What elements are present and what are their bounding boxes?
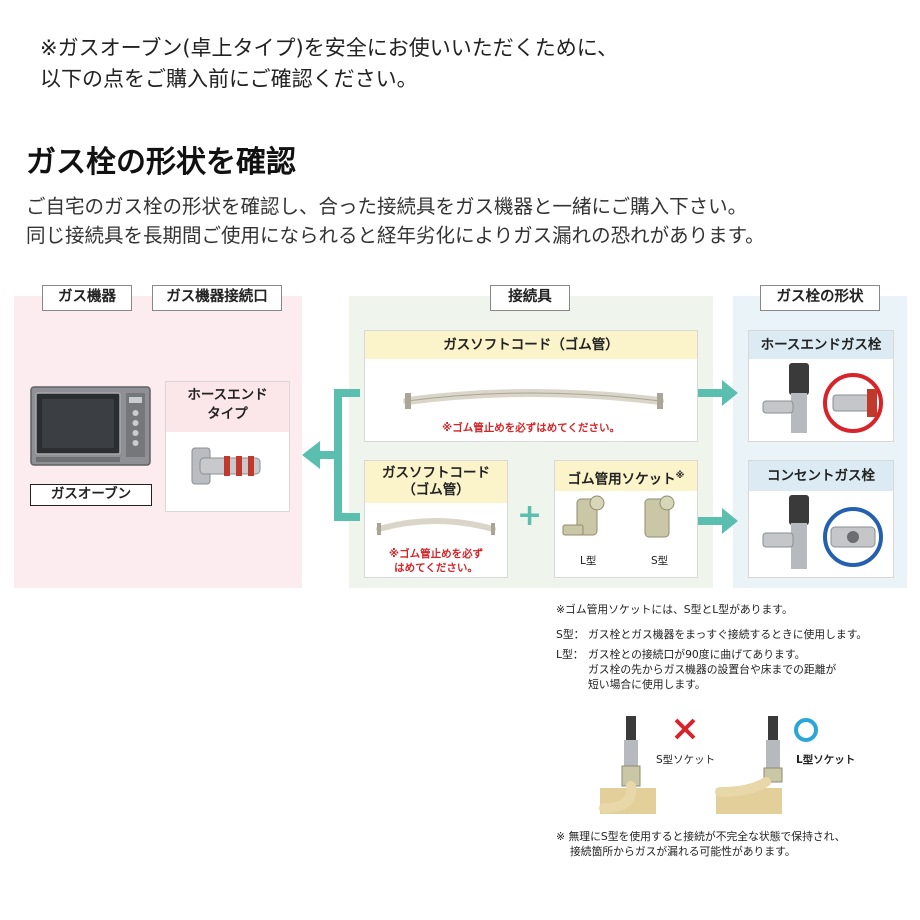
- tag-gas-appliance: ガス機器: [42, 285, 132, 311]
- right-socket-label: L型ソケット: [796, 754, 856, 766]
- short-cord-title-1: ガスソフトコード: [382, 465, 490, 481]
- plus-sign: +: [517, 498, 543, 533]
- l-type-text-1: ガス栓との接続口が90度に曲げてあります。: [588, 648, 806, 661]
- l-type-text-3: 短い場合に使用します。: [588, 678, 706, 691]
- description-line-2: 同じ接続具を長期間ご使用になられると経年劣化によりガス漏れの恐れがあります。: [26, 224, 765, 247]
- soft-cord-title: ガスソフトコード（ゴム管）: [365, 331, 697, 359]
- connector-arrow: [302, 389, 360, 521]
- arrow-to-hose-end: [698, 380, 738, 406]
- socket-valve-image: [762, 495, 883, 569]
- socket-valve-title: コンセントガス栓: [749, 461, 893, 491]
- intro-line-2: 以下の点をご購入前にご確認ください。: [40, 67, 418, 91]
- section-description: ご自宅のガス栓の形状を確認し、合った接続具をガス機器と一緒にご購入下さい。 同じ…: [26, 192, 765, 250]
- port-card-line-1: ホースエンド: [187, 387, 268, 403]
- socket-note: ※ゴム管用ソケットには、S型とL型があります。: [556, 603, 793, 616]
- warning-line-1: ※ 無理にS型を使用すると接続が不完全な状態で保持され、: [556, 830, 846, 843]
- hose-end-valve-card: ホースエンドガス栓: [748, 330, 894, 442]
- intro-line-1: ※ガスオーブン(卓上タイプ)を安全にお使いいただくために、: [40, 36, 619, 60]
- l-type-key: L型：: [556, 648, 584, 661]
- soft-cord-short-card: ガスソフトコード （ゴム管） ※ゴム管止めを必ず はめてください。: [364, 460, 508, 578]
- tag-appliance-port: ガス機器接続口: [152, 285, 282, 311]
- socket-l-type: L型: [580, 555, 597, 567]
- l-type-text-2: ガス栓の先からガス機器の設置台や床までの距離が: [588, 663, 837, 676]
- rubber-socket-card: ゴム管用ソケット※ L型 S型: [554, 460, 698, 578]
- tag-valve-shape: ガス栓の形状: [760, 285, 880, 311]
- soft-cord-card: ガスソフトコード（ゴム管） ※ゴム管止めを必ずはめてください。: [364, 330, 698, 442]
- short-cord-note-2: はめてください。: [394, 562, 478, 574]
- hose-end-port-card: ホースエンド タイプ: [165, 381, 290, 512]
- warning-note: ※ 無理にS型を使用すると接続が不完全な状態で保持され、 接続箇所からガスが漏れ…: [556, 829, 908, 859]
- socket-comparison-image: [599, 716, 818, 814]
- hose-end-port-image: [191, 447, 261, 485]
- socket-valve-card: コンセントガス栓: [748, 460, 894, 578]
- socket-s-type: S型: [651, 555, 669, 567]
- oven-label: ガスオーブン: [30, 484, 152, 506]
- port-card-line-2: タイプ: [207, 406, 248, 422]
- gas-oven-image: [30, 386, 151, 466]
- short-cord-title-2: （ゴム管）: [402, 482, 470, 498]
- hose-end-valve-title: ホースエンドガス栓: [749, 331, 893, 359]
- socket-notes: ※ゴム管用ソケットには、S型とL型があります。 S型： ガス栓とガス機器をまっす…: [556, 602, 908, 692]
- short-cord-image: [376, 518, 496, 535]
- socket-image: [562, 495, 675, 538]
- description-line-1: ご自宅のガス栓の形状を確認し、合った接続具をガス機器と一緒にご購入下さい。: [26, 195, 748, 218]
- warning-line-2: 接続箇所からガスが漏れる可能性があります。: [570, 845, 796, 858]
- arrow-to-socket-valve: [698, 508, 738, 534]
- intro-text: ※ガスオーブン(卓上タイプ)を安全にお使いいただくために、 以下の点をご購入前に…: [40, 33, 900, 95]
- hose-end-valve-image: [762, 363, 883, 433]
- soft-cord-note: ※ゴム管止めを必ずはめてください。: [442, 422, 620, 434]
- section-heading: ガス栓の形状を確認: [26, 145, 296, 180]
- soft-cord-image: [403, 389, 664, 409]
- short-cord-note-1: ※ゴム管止めを必ず: [388, 548, 484, 560]
- tag-connector: 接続具: [490, 285, 570, 311]
- s-type-text: ガス栓とガス機器をまっすぐ接続するときに使用します。: [588, 628, 868, 641]
- s-type-key: S型：: [556, 628, 585, 641]
- socket-title: ゴム管用ソケット: [567, 471, 676, 488]
- socket-mark: ※: [675, 471, 685, 481]
- wrong-socket-label: S型ソケット: [656, 754, 716, 766]
